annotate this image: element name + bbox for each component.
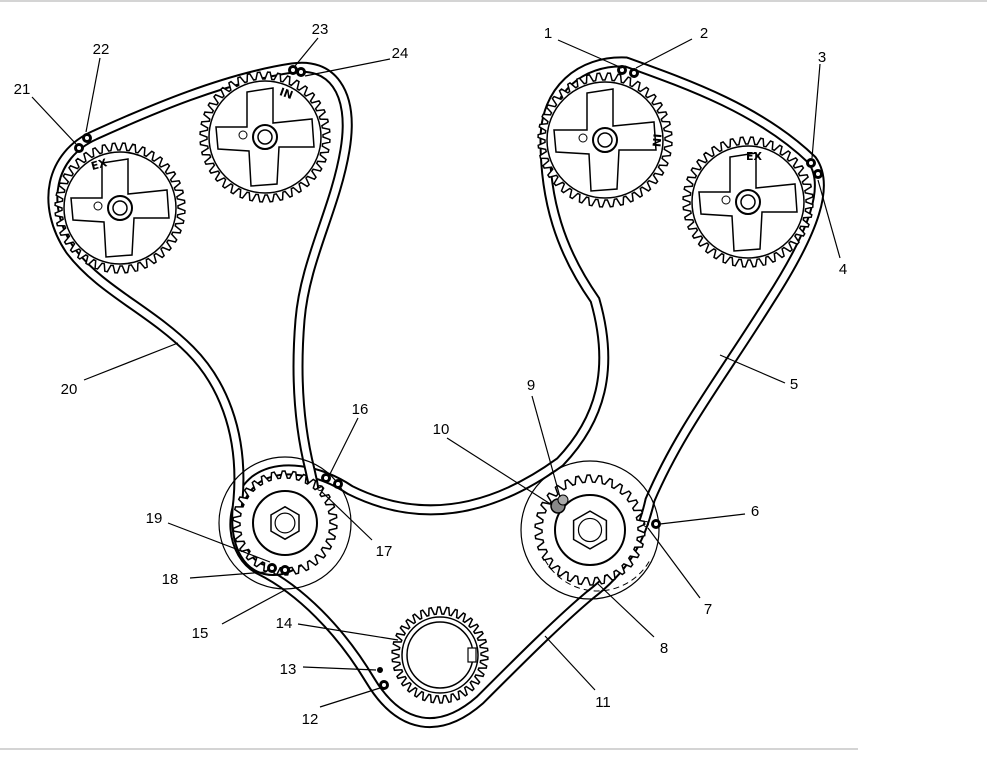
callout-22: 22 bbox=[93, 41, 110, 58]
leader-lines bbox=[31, 37, 841, 708]
belt-clip-6 bbox=[651, 519, 661, 529]
callout-20: 20 bbox=[61, 381, 78, 398]
callout-labels: 1 2 3 4 5 6 7 8 9 10 11 12 13 14 15 16 1… bbox=[14, 21, 848, 728]
left-intake-cam-sprocket-mark: IN bbox=[278, 85, 295, 102]
callout-12: 12 bbox=[302, 711, 319, 728]
belt-clip-12 bbox=[379, 680, 389, 690]
left-exhaust-cam-sprocket: EX bbox=[54, 142, 186, 274]
callout-14: 14 bbox=[276, 615, 293, 632]
right-intake-cam-sprocket: IN bbox=[537, 72, 673, 208]
callout-23: 23 bbox=[312, 21, 329, 38]
timing-mark-17 bbox=[317, 485, 323, 491]
callout-17: 17 bbox=[376, 543, 393, 560]
right-exhaust-cam-sprocket-mark: EX bbox=[746, 150, 763, 163]
callout-18: 18 bbox=[162, 571, 179, 588]
callout-5: 5 bbox=[790, 376, 798, 393]
callout-8: 8 bbox=[660, 640, 668, 657]
callout-9: 9 bbox=[527, 377, 535, 394]
left-exhaust-cam-sprocket-mark: EX bbox=[90, 156, 109, 173]
callout-13: 13 bbox=[280, 661, 297, 678]
alignment-mark-10 bbox=[550, 494, 569, 514]
callout-2: 2 bbox=[700, 25, 708, 42]
right-intake-cam-sprocket-mark: IN bbox=[649, 133, 663, 147]
belt-clip-24 bbox=[296, 67, 306, 77]
callout-21: 21 bbox=[14, 81, 31, 98]
belt-clip-13 bbox=[377, 667, 383, 673]
belt-clip-3 bbox=[806, 158, 816, 168]
belt-clip-16b bbox=[333, 479, 343, 489]
callout-3: 3 bbox=[818, 49, 826, 66]
belt-clip-22 bbox=[82, 133, 92, 143]
callout-7: 7 bbox=[704, 601, 712, 618]
left-idler-pulley bbox=[218, 456, 352, 590]
belt-clip-19 bbox=[280, 565, 290, 575]
callout-11: 11 bbox=[595, 694, 611, 711]
callout-6: 6 bbox=[751, 503, 759, 520]
callout-19: 19 bbox=[146, 510, 163, 527]
callout-4: 4 bbox=[839, 261, 847, 278]
belt-clip-16 bbox=[321, 473, 331, 483]
belt-clip-2 bbox=[629, 68, 639, 78]
callout-1: 1 bbox=[544, 25, 552, 42]
callout-10: 10 bbox=[433, 421, 450, 438]
right-tensioner-pulley bbox=[520, 460, 660, 600]
callout-15: 15 bbox=[192, 625, 209, 642]
right-exhaust-cam-sprocket: EX bbox=[682, 136, 814, 268]
callout-24: 24 bbox=[392, 45, 409, 62]
callout-16: 16 bbox=[352, 401, 369, 418]
timing-mark-7 bbox=[643, 521, 649, 527]
belt-clip-23 bbox=[288, 65, 298, 75]
belt-clip-18 bbox=[267, 563, 277, 573]
tensioner-travel-arc bbox=[544, 559, 651, 592]
left-intake-cam-sprocket: IN bbox=[199, 71, 331, 203]
crankshaft-sprocket bbox=[391, 606, 489, 704]
belt-clip-21 bbox=[74, 143, 84, 153]
belt-clip-4 bbox=[813, 169, 823, 179]
